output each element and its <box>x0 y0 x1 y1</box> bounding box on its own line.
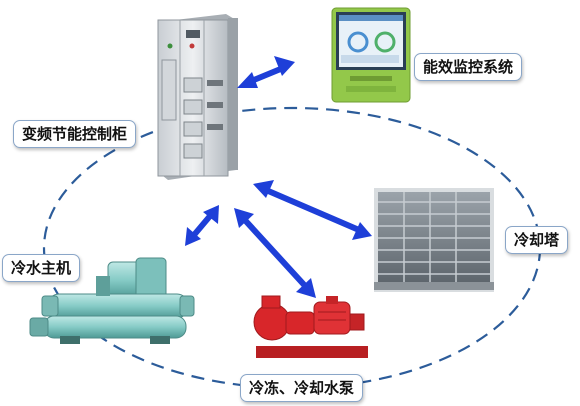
vfd-cabinet-icon <box>157 14 238 180</box>
water-pump-icon <box>253 295 368 358</box>
label-cooling-tower: 冷却塔 <box>505 226 569 254</box>
label-monitor-system: 能效监控系统 <box>414 53 523 81</box>
arrow-cabinet-monitor <box>237 56 295 88</box>
arrow-center-pump <box>234 208 316 298</box>
label-chiller: 冷水主机 <box>2 254 81 282</box>
monitor-system-icon <box>331 7 411 103</box>
water-chiller-icon <box>29 257 195 344</box>
label-vfd-cabinet: 变频节能控制柜 <box>13 120 137 148</box>
cooling-tower-icon <box>374 188 494 292</box>
arrow-center-tower <box>253 180 372 240</box>
arrow-center-chiller <box>185 205 219 246</box>
label-pumps: 冷冻、冷却水泵 <box>240 374 364 402</box>
